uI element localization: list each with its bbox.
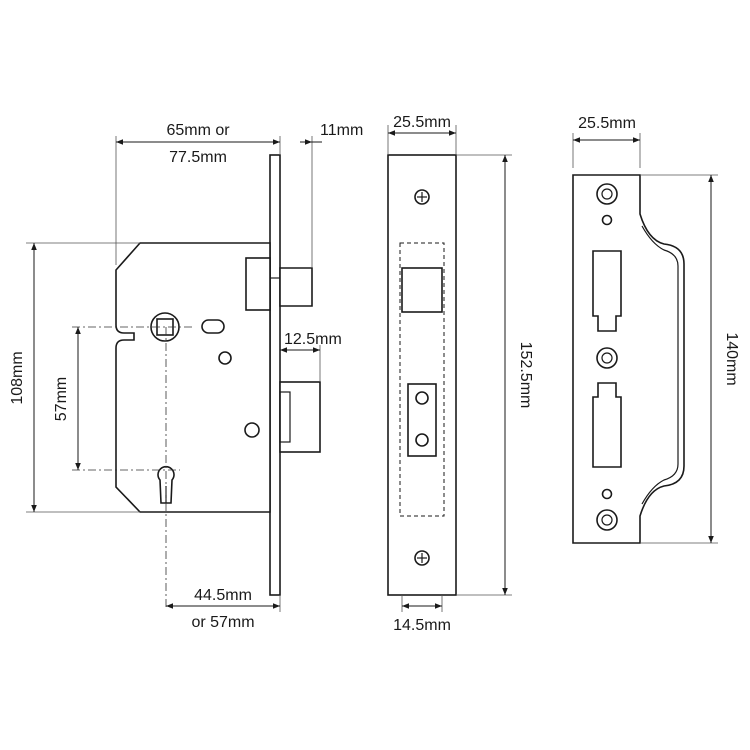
forend-screw-bottom (414, 550, 430, 566)
keyhole-label-1: 44.5mm (194, 587, 252, 604)
latch-bolt (279, 267, 313, 307)
dim-case-height: 108mm (9, 242, 140, 513)
strike-bolt-opening (592, 382, 622, 468)
dim-forend-inner: 14.5mm (393, 595, 451, 634)
dim-forend-width: 25.5mm (387, 114, 457, 155)
forend-height-label: 152.5mm (517, 342, 534, 409)
forend-plate (387, 154, 457, 596)
case-hole-upper (218, 351, 232, 365)
keyhole-label-2: or 57mm (191, 614, 254, 631)
keyhole (157, 465, 175, 504)
strike-hole-centre (596, 347, 618, 369)
dim-centres: 57mm (53, 327, 81, 470)
dim-latch-throw: 12.5mm (280, 331, 342, 382)
case-slot (201, 319, 225, 334)
dim-strike-width: 25.5mm (572, 115, 641, 168)
strike-plate-view (572, 174, 685, 544)
dim-faceplate-thickness: 11mm (300, 122, 363, 268)
dim-strike-height: 140mm (640, 174, 740, 544)
centres-label: 57mm (53, 377, 70, 421)
faceplate-edge (269, 154, 281, 596)
deadbolt (279, 381, 321, 453)
strike-width-label: 25.5mm (578, 115, 636, 132)
latch-throw-label: 12.5mm (284, 331, 342, 348)
strike-latch-opening (592, 250, 622, 332)
dim-keyhole: 44.5mm or 57mm (166, 587, 281, 631)
hidden-case-outline (399, 242, 445, 517)
case-height-label: 108mm (9, 351, 26, 404)
backset-label-2: 77.5mm (169, 149, 227, 166)
case-hole-lower (244, 422, 260, 438)
dim-backset: 65mm or 77.5mm (115, 122, 281, 265)
lock-case-view (72, 154, 321, 610)
latch-bolt-housing (245, 257, 271, 311)
strike-height-label: 140mm (723, 332, 740, 385)
faceplate-thickness-label: 11mm (320, 122, 363, 139)
forend-view (387, 154, 457, 596)
strike-hole-bottom (596, 509, 618, 531)
forend-screw-top (414, 189, 430, 205)
strike-plate (572, 174, 685, 544)
strike-hole-top (596, 183, 618, 205)
forend-inner-label: 14.5mm (393, 617, 451, 634)
dim-forend-height: 152.5mm (456, 154, 534, 596)
forend-width-label: 25.5mm (393, 114, 451, 131)
backset-label-1: 65mm or (166, 122, 230, 139)
latch-opening (401, 267, 443, 313)
